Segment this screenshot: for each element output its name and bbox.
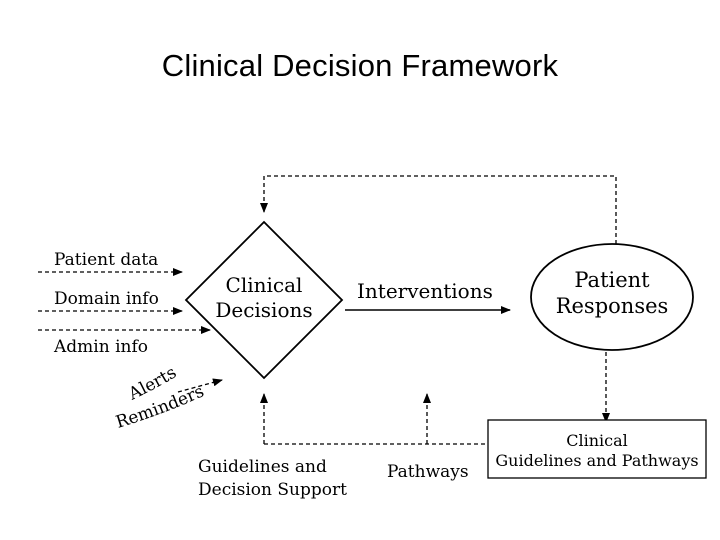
guidelines-support-line2: Decision Support bbox=[198, 479, 347, 500]
clinical-guidelines-line1: Clinical bbox=[566, 431, 628, 450]
clinical-guidelines-line2: Guidelines and Pathways bbox=[495, 451, 699, 470]
guidelines-support-label: Guidelines and Decision Support bbox=[198, 456, 347, 502]
guidelines-support-line1: Guidelines and bbox=[198, 457, 327, 477]
clinical-decisions-line2: Decisions bbox=[215, 298, 313, 322]
clinical-decisions-label: Clinical Decisions bbox=[196, 273, 332, 323]
patient-responses-label: Patient Responses bbox=[540, 267, 684, 320]
page-title: Clinical Decision Framework bbox=[161, 48, 559, 83]
interventions-label: Interventions bbox=[357, 279, 493, 303]
feedback-loop-top bbox=[260, 175, 617, 244]
admin-info-label: Admin info bbox=[54, 337, 148, 357]
clinical-guidelines-box bbox=[487, 419, 707, 479]
clinical-decisions-diamond bbox=[184, 220, 344, 380]
patient-responses-line2: Responses bbox=[555, 294, 669, 319]
patient-responses-ellipse bbox=[530, 243, 694, 351]
domain-info-label: Domain info bbox=[54, 289, 159, 309]
patient-responses-line1: Patient bbox=[574, 268, 650, 292]
clinical-guidelines-label: Clinical Guidelines and Pathways bbox=[488, 431, 706, 471]
clinical-decisions-line1: Clinical bbox=[225, 273, 303, 297]
patient-data-label: Patient data bbox=[54, 250, 159, 270]
pathways-label: Pathways bbox=[387, 462, 469, 482]
alerts-arrow bbox=[177, 378, 223, 393]
